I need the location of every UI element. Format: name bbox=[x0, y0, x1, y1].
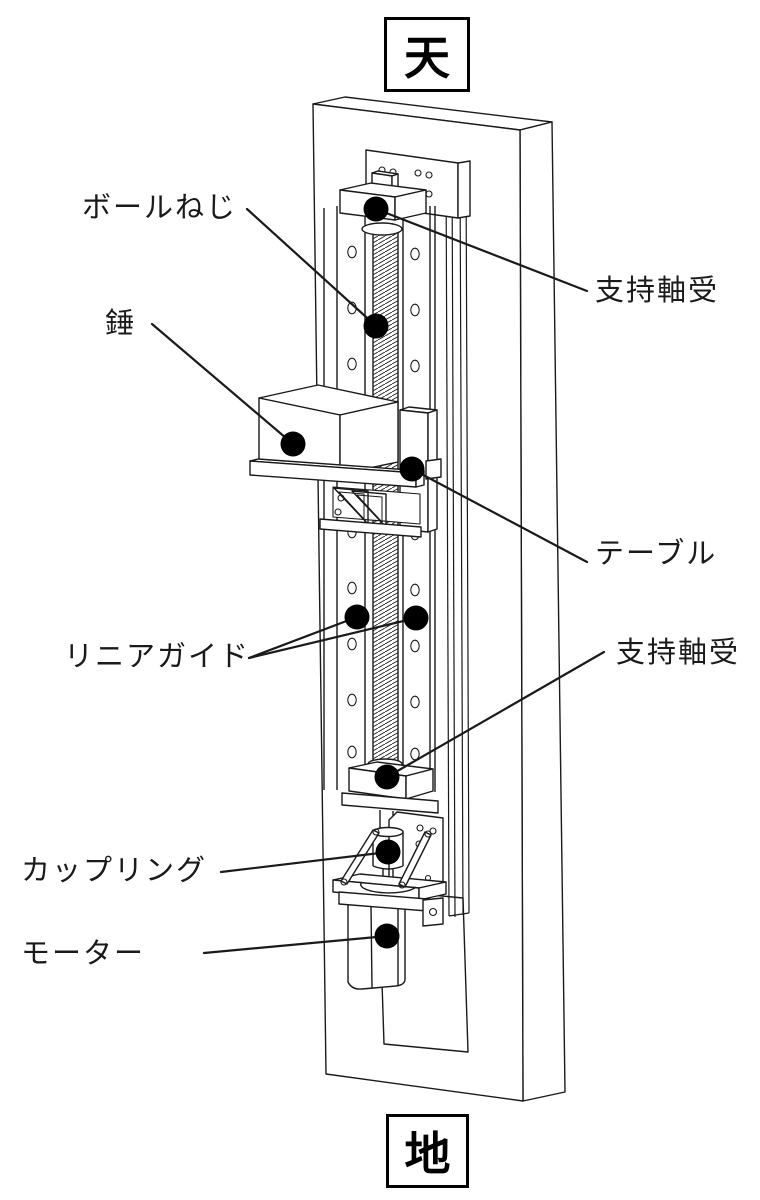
leader-coupling bbox=[219, 850, 390, 874]
coupling-guard-arms bbox=[340, 828, 432, 889]
leader-weight bbox=[150, 322, 295, 446]
leader-table bbox=[410, 467, 589, 564]
leader-motor bbox=[202, 934, 389, 955]
leader-support-bearing-top bbox=[374, 207, 589, 293]
label-support-bearing-top: 支持軸受 bbox=[595, 273, 720, 307]
dot-motor bbox=[374, 923, 400, 949]
label-coupling: カップリング bbox=[21, 853, 208, 887]
dot-weight bbox=[280, 431, 306, 457]
label-ball-screw: ボールねじ bbox=[82, 190, 238, 224]
label-table: テーブル bbox=[595, 536, 718, 570]
leader-linear-guide-right bbox=[247, 616, 418, 660]
dot-ball-screw bbox=[363, 313, 389, 339]
orientation-bottom-box: 地 bbox=[386, 1114, 469, 1188]
orientation-bottom-label: 地 bbox=[404, 1127, 451, 1181]
motor-base-plate bbox=[332, 873, 447, 927]
label-linear-guide: リニアガイド bbox=[64, 639, 251, 673]
dot-support-bearing-top bbox=[363, 196, 389, 222]
motor bbox=[347, 903, 406, 990]
dot-support-bearing-bottom bbox=[374, 764, 400, 790]
leader-linear-guide-left bbox=[247, 615, 359, 660]
leader-lines bbox=[150, 207, 606, 955]
dot-linear-guide-left bbox=[344, 604, 370, 630]
dot-table bbox=[399, 456, 425, 482]
mounting-plate-edges bbox=[445, 162, 470, 918]
label-support-bearing-bottom: 支持軸受 bbox=[616, 635, 741, 669]
callout-dots bbox=[280, 196, 429, 949]
orientation-top-box: 天 bbox=[384, 17, 470, 92]
leader-support-bearing-bottom bbox=[385, 650, 606, 779]
dot-coupling bbox=[375, 839, 401, 865]
weight-bracket bbox=[249, 458, 425, 538]
dot-linear-guide-right bbox=[403, 605, 429, 631]
label-motor: モーター bbox=[21, 936, 146, 970]
orientation-top-label: 天 bbox=[404, 30, 450, 85]
leader-ball-screw bbox=[245, 207, 378, 328]
label-weight: 錘 bbox=[105, 306, 137, 340]
